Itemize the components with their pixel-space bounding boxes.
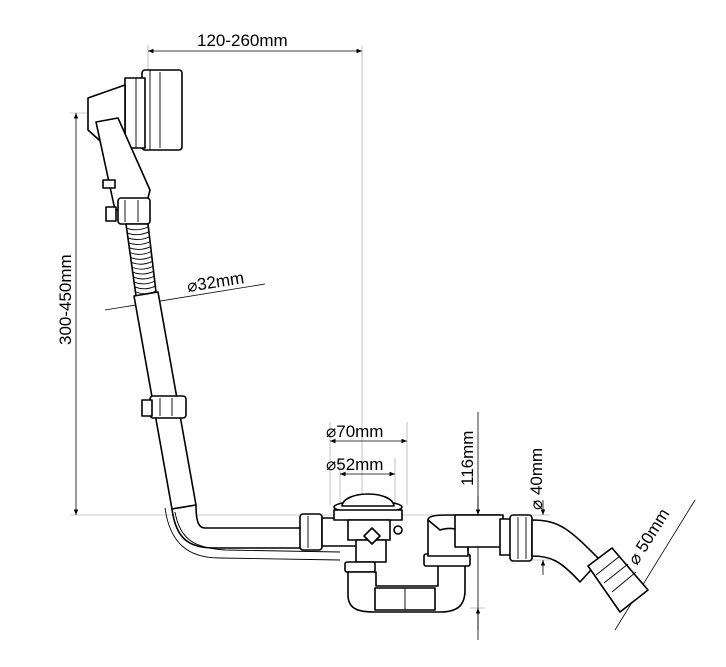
dimension-horizontal-reach: 120-260mm xyxy=(197,31,288,50)
dimension-trap-height: 116mm xyxy=(458,431,477,486)
hose-rib xyxy=(128,246,151,250)
hose-rib xyxy=(134,280,155,285)
connection-hoses xyxy=(164,504,361,561)
dimension-outlet-diameter-50: ⌀ 50mm xyxy=(624,505,673,568)
corrugated-hose xyxy=(125,223,157,297)
dimension-vertical-height: 300-450mm xyxy=(56,254,75,345)
hose-rib xyxy=(131,265,154,270)
hose-rib xyxy=(131,261,153,265)
hose-rib xyxy=(132,270,154,275)
hose-rib xyxy=(127,236,150,241)
hose-rib xyxy=(130,256,152,260)
hose-rib xyxy=(135,285,156,290)
outlet xyxy=(499,514,649,613)
dimension-outlet-diameter-40: ⌀ 40mm xyxy=(527,448,546,510)
overflow-tube xyxy=(133,291,197,510)
hose-rib xyxy=(133,275,155,280)
hose-rib xyxy=(126,231,149,236)
drain-body xyxy=(333,493,403,563)
hose-rib xyxy=(129,251,152,255)
dimension-outer-drain-diameter: ⌀70mm xyxy=(326,422,383,441)
extension-lines xyxy=(70,45,550,609)
overflow-pipe xyxy=(95,117,151,225)
trap xyxy=(344,514,504,613)
hose-rib xyxy=(128,241,151,245)
dimension-inner-drain-diameter: ⌀52mm xyxy=(326,455,383,474)
hose-rib xyxy=(125,226,149,231)
